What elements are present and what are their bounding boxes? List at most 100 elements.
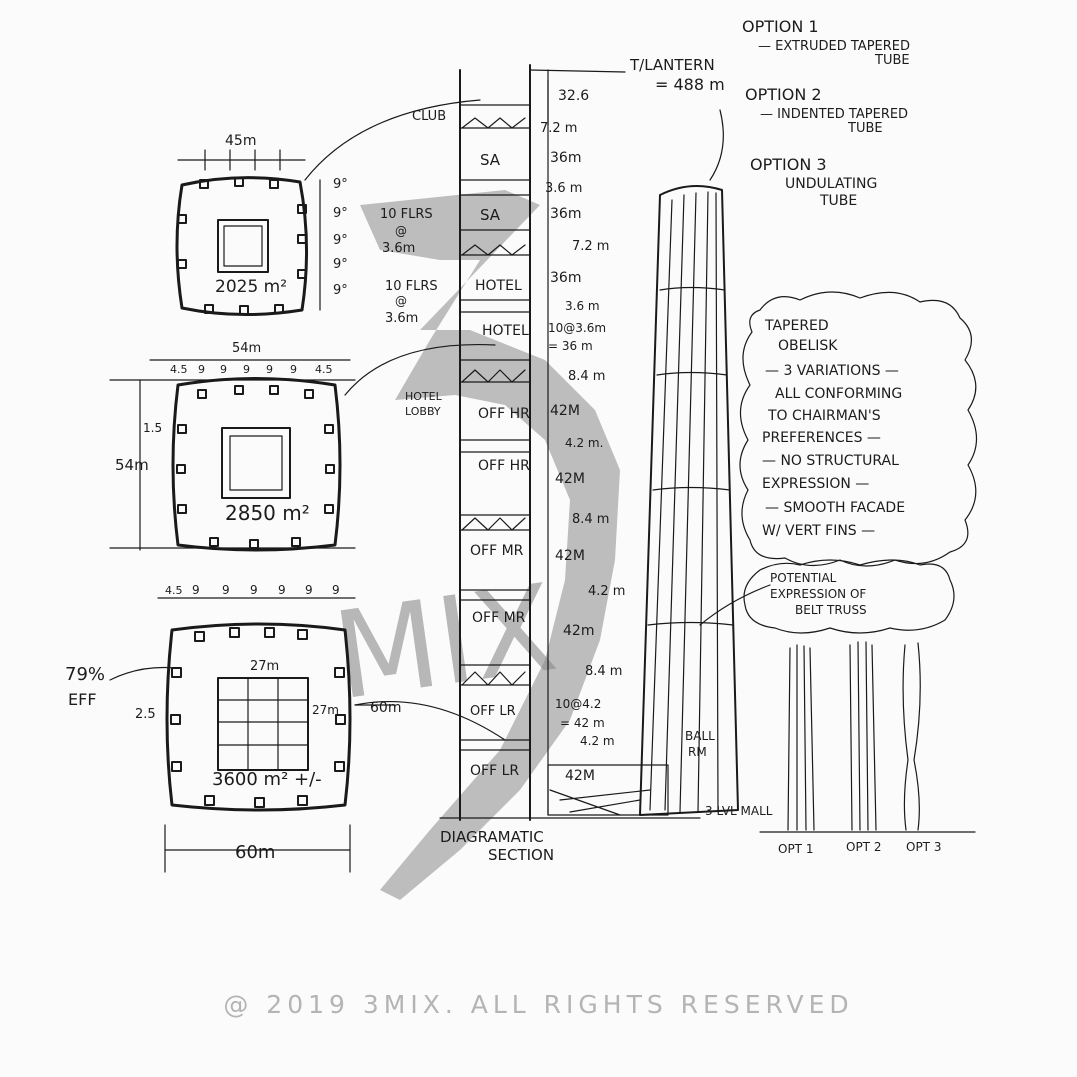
plan3-dim-5: 9 — [278, 583, 286, 597]
zone-7-name: OFF MR — [470, 543, 524, 559]
plan2-dim-4: 9 — [243, 363, 250, 376]
section-ball-a: BALL — [685, 729, 715, 743]
plan3-dim-1: 4.5 — [165, 584, 183, 597]
option1-desc: — EXTRUDED TAPERED — [758, 39, 910, 54]
lantern-label-a: T/LANTERN — [629, 56, 715, 74]
plan2-dim-6: 9 — [290, 363, 297, 376]
option1-title: OPTION 1 — [742, 17, 819, 36]
lantern-label-b: = 488 m — [655, 75, 725, 94]
zone-4-name: HOTEL — [482, 323, 529, 339]
section-lobby-b: LOBBY — [405, 405, 441, 418]
plan2-dim-3: 9 — [220, 363, 227, 376]
zone-2-height: 36m — [550, 206, 581, 222]
section-mall: 3 LVL MALL — [705, 804, 773, 818]
zone-1-name: SA — [480, 151, 501, 169]
plan2-edge: 1.5 — [143, 421, 162, 435]
section-t4: 3.6 m — [565, 299, 600, 313]
option2-desc2: TUBE — [847, 121, 883, 136]
section-t5: 8.4 m — [568, 369, 605, 384]
plan2-dim-7: 4.5 — [315, 363, 333, 376]
opt-label-2: OPT 2 — [846, 840, 881, 854]
section-floors2-b: @ — [395, 294, 407, 308]
zone-4-height: 10@3.6m — [548, 321, 606, 335]
zone-5-name: OFF HR — [478, 406, 530, 422]
floor-plan-2 — [109, 359, 356, 552]
cloud-line-7: — NO STRUCTURAL — [762, 453, 899, 469]
option3-title: OPTION 3 — [750, 155, 827, 174]
opt-label-3: OPT 3 — [906, 840, 941, 854]
zone-9-height: 10@4.2 — [555, 697, 601, 711]
belt-line-3: BELT TRUSS — [795, 603, 867, 617]
plan3-dim-4: 9 — [250, 583, 258, 597]
plan1-dim-2: 9° — [333, 206, 348, 221]
floor-plan-1 — [175, 149, 321, 317]
note-cloud — [739, 291, 978, 567]
cloud-line-2: OBELISK — [778, 338, 838, 354]
plan3-inner-width: 27m — [250, 659, 279, 674]
section-t9: 8.4 m — [585, 664, 622, 679]
plan1-dim-5: 9° — [333, 283, 348, 298]
option2-desc: — INDENTED TAPERED — [760, 107, 908, 122]
section-t6: 4.2 m. — [565, 436, 603, 450]
zone-3-name: HOTEL — [475, 278, 522, 294]
plan3-bottom: 60m — [235, 842, 275, 863]
plan3-dim-3: 9 — [222, 583, 230, 597]
section-floors2-c: 3.6m — [385, 311, 418, 326]
cloud-line-4: ALL CONFORMING — [775, 386, 902, 402]
plan2-area: 2850 m² — [225, 501, 310, 525]
section-t1: 7.2 m — [540, 121, 577, 136]
option-towers — [759, 641, 976, 833]
section-club: CLUB — [412, 109, 446, 124]
cloud-line-10: W/ VERT FINS — — [762, 523, 875, 539]
floor-plan-3 — [157, 597, 396, 873]
plan1-dim-1: 9° — [333, 177, 348, 192]
option2-title: OPTION 2 — [745, 85, 822, 104]
cloud-line-3: — 3 VARIATIONS — — [765, 363, 899, 379]
section-t4b: = 36 m — [548, 339, 593, 353]
zone-6-name: OFF HR — [478, 458, 530, 474]
section-t7: 8.4 m — [572, 512, 609, 527]
belt-line-1: POTENTIAL — [770, 571, 837, 585]
section-t3: 7.2 m — [572, 239, 609, 254]
plan3-eff-label: EFF — [68, 690, 97, 709]
plan2-dim-2: 9 — [198, 363, 205, 376]
belt-note-cloud — [743, 559, 955, 634]
plan2-width: 54m — [232, 341, 261, 356]
tower-elevation — [639, 185, 739, 816]
cloud-line-8: EXPRESSION — — [762, 476, 869, 492]
tower-section — [439, 64, 701, 821]
section-ball-b: RM — [688, 745, 707, 759]
section-t2: 3.6 m — [545, 181, 582, 196]
zone-10-height: 42M — [565, 768, 595, 784]
copyright-notice: @ 2019 3MIX. ALL RIGHTS RESERVED — [223, 990, 854, 1019]
zone-10-name: OFF LR — [470, 763, 519, 779]
plan1-area: 2025 m² — [215, 277, 287, 297]
plan3-dim-7: 9 — [332, 583, 340, 597]
zone-2-name: SA — [480, 206, 501, 224]
plan2-dim-1: 4.5 — [170, 363, 188, 376]
option3-desc: UNDULATING — [785, 176, 877, 192]
section-floors1-b: @ — [395, 224, 407, 238]
plan2-dim-5: 9 — [266, 363, 273, 376]
opt-label-1: OPT 1 — [778, 842, 813, 856]
zone-7-height: 42M — [555, 548, 585, 564]
section-floors1-c: 3.6m — [382, 241, 415, 256]
option3-desc2: TUBE — [819, 193, 857, 209]
plan3-dim-6: 9 — [305, 583, 313, 597]
plan3-dim-2: 9 — [192, 583, 200, 597]
zone-6-height: 42M — [555, 471, 585, 487]
zone-1-height: 36m — [550, 150, 581, 166]
plan3-eff-pct: 79% — [65, 664, 105, 685]
watermark-text: MIX — [326, 559, 564, 727]
zone-5-height: 42M — [550, 403, 580, 419]
section-label-a: DIAGRAMATIC — [440, 828, 544, 846]
section-t10: = 42 m — [560, 716, 605, 730]
cloud-line-5: TO CHAIRMAN'S — [767, 408, 881, 424]
cloud-line-9: — SMOOTH FACADE — [765, 500, 905, 516]
plan3-side: 60m — [370, 700, 401, 716]
belt-line-2: EXPRESSION OF — [770, 587, 866, 601]
section-label-b: SECTION — [488, 846, 554, 864]
zone-3-height: 36m — [550, 270, 581, 286]
cloud-line-1: TAPERED — [764, 318, 829, 334]
